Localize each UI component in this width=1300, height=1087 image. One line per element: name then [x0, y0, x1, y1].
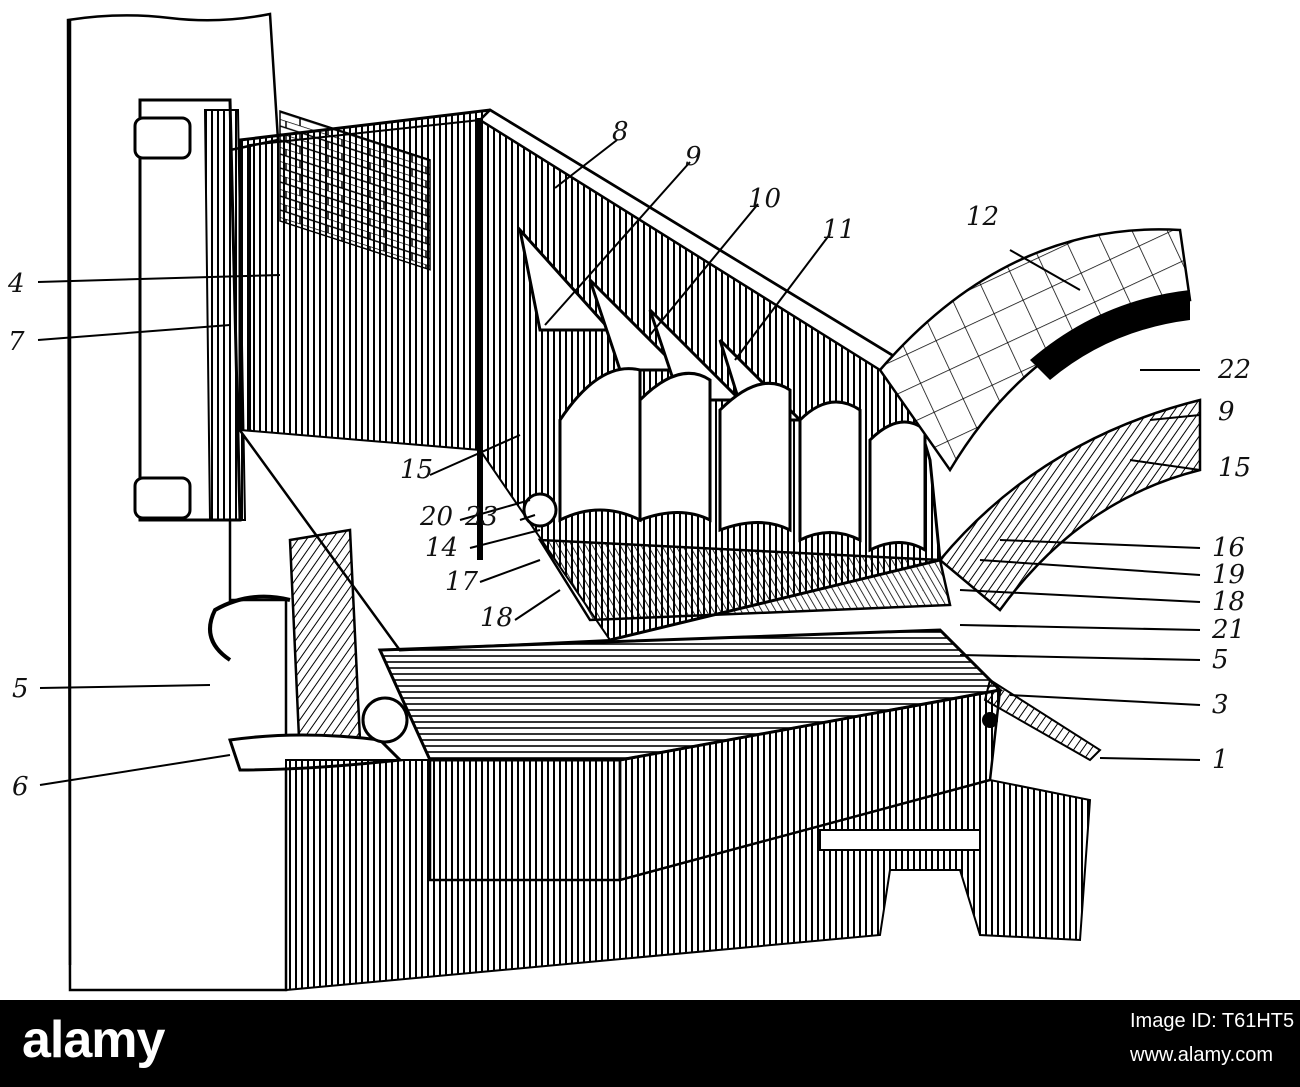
label-23: 23: [464, 502, 498, 532]
leader-lines: [37, 139, 1201, 786]
label-14: 14: [425, 533, 458, 563]
label-12: 12: [966, 202, 999, 232]
trough: [208, 528, 1102, 882]
label-9: 9: [685, 142, 702, 172]
label-19: 19: [1212, 560, 1245, 590]
label-1: 1: [1212, 745, 1229, 775]
label-15-right: 15: [1218, 453, 1251, 483]
label-5-right: 5: [1212, 645, 1229, 675]
label-22: 22: [1217, 355, 1251, 385]
watermark-logo: alamy: [22, 1011, 165, 1069]
part-labels: 4 7 8 9 10 11 12 22 9 15 15 20 23 14 17 …: [7, 117, 1251, 802]
wall-clamp: [133, 98, 247, 522]
image-id: Image ID: T61HT5: [1130, 1010, 1295, 1032]
label-18-right: 18: [1212, 587, 1245, 617]
label-3: 3: [1212, 690, 1229, 720]
site-url: www.alamy.com: [1130, 1044, 1273, 1066]
label-8: 8: [612, 117, 629, 147]
underside-shading: [285, 759, 1092, 992]
label-21: 21: [1211, 615, 1245, 645]
label-15-left: 15: [400, 455, 433, 485]
label-5-left: 5: [12, 674, 29, 704]
bucket-floor: [537, 538, 952, 622]
label-17: 17: [445, 567, 479, 597]
label-4: 4: [7, 269, 25, 299]
hopper-body: [237, 108, 942, 652]
engraving-illustration: 4 7 8 9 10 11 12 22 9 15 15 20 23 14 17 …: [7, 12, 1251, 992]
bucket-ribs: [517, 224, 927, 553]
label-6: 6: [12, 772, 29, 802]
label-10: 10: [748, 184, 781, 214]
label-20: 20: [419, 502, 453, 532]
label-16: 16: [1212, 533, 1245, 563]
watermark-bar: alamy Image ID: T61HT5 www.alamy.com: [0, 1000, 1300, 1087]
label-7: 7: [8, 327, 25, 357]
label-11: 11: [822, 215, 855, 245]
label-9-right: 9: [1218, 397, 1235, 427]
label-18-left: 18: [480, 603, 513, 633]
arch-tiles: [878, 228, 1202, 612]
